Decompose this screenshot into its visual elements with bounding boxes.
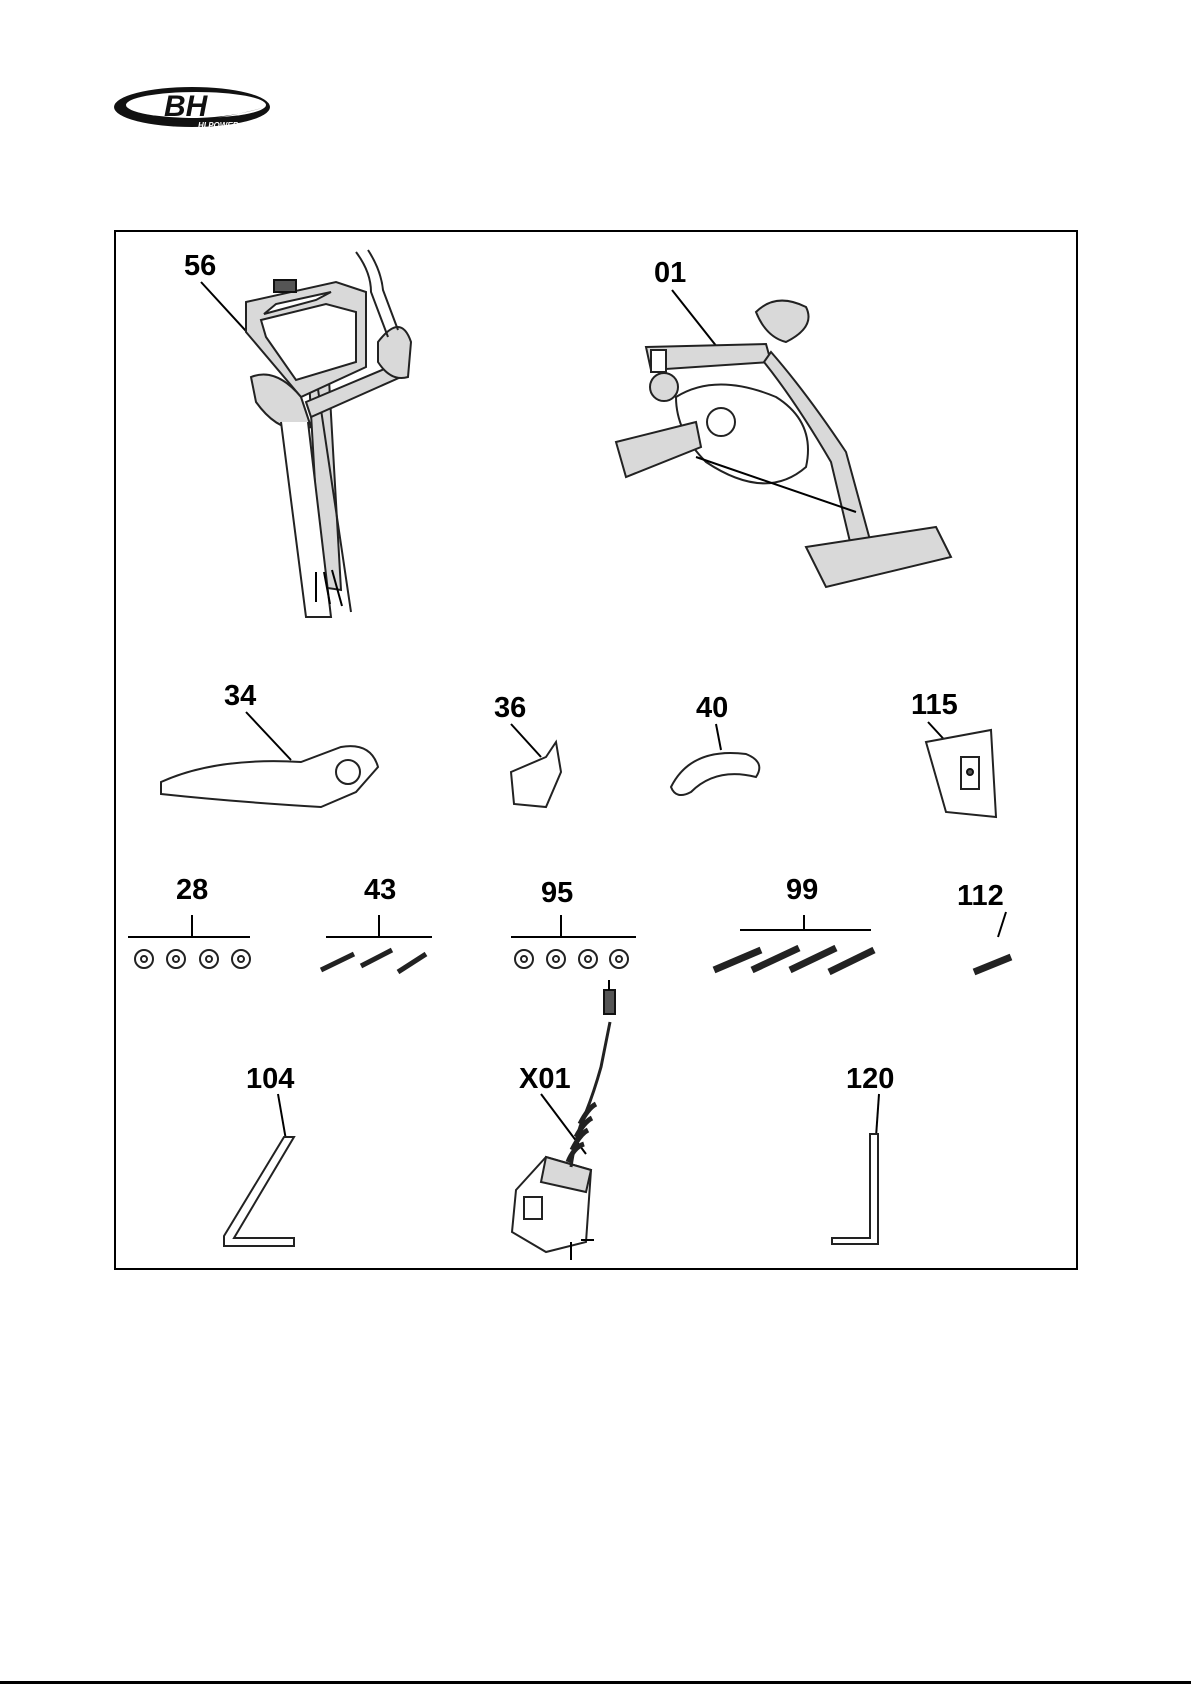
part-label-115: 115 xyxy=(911,689,958,721)
part-34: 34 xyxy=(161,680,378,807)
part-label-34: 34 xyxy=(224,680,256,712)
part-label-112: 112 xyxy=(957,880,1004,912)
bolts-99-drawing xyxy=(714,948,874,972)
leader-line-104 xyxy=(278,1094,286,1140)
part-label-99: 99 xyxy=(786,874,818,906)
leader-line-36 xyxy=(511,724,541,757)
bh-logo: BH HI POWER xyxy=(112,82,272,132)
part-label-120: 120 xyxy=(846,1063,894,1095)
leader-line-01 xyxy=(672,290,721,352)
leader-line-40 xyxy=(716,724,721,750)
bolt-112-drawing xyxy=(974,957,1011,972)
leader-line-120 xyxy=(876,1094,879,1137)
part-104: 104 xyxy=(224,1063,294,1246)
part-label-40: 40 xyxy=(696,692,728,724)
parts-frame: 56 01 xyxy=(114,230,1078,1270)
allen-key-120-drawing xyxy=(832,1134,878,1244)
nuts-95-drawing xyxy=(515,950,628,968)
part-43: 43 xyxy=(321,874,432,972)
part-01: 01 xyxy=(616,257,951,587)
part-label-95: 95 xyxy=(541,877,573,909)
part-56: 56 xyxy=(184,250,411,617)
brand-name: BH xyxy=(164,90,209,123)
part-112: 112 xyxy=(957,880,1011,972)
part-label-43: 43 xyxy=(364,874,396,906)
screws-43-drawing xyxy=(321,950,426,972)
part-28: 28 xyxy=(128,874,250,968)
leader-line-34 xyxy=(246,712,291,760)
part-X01: X01 xyxy=(512,980,615,1260)
part-label-36: 36 xyxy=(494,692,526,724)
part-36: 36 xyxy=(494,692,561,807)
part-label-X01: X01 xyxy=(519,1063,571,1095)
main-frame-drawing xyxy=(616,301,951,587)
brand-tagline: HI POWER xyxy=(198,121,239,130)
part-label-28: 28 xyxy=(176,874,208,906)
part-40: 40 xyxy=(671,692,759,795)
allen-key-104-drawing xyxy=(224,1137,294,1246)
power-adapter-drawing xyxy=(512,980,615,1260)
leader-line-112 xyxy=(998,912,1006,937)
page-bottom-rule xyxy=(0,1681,1191,1684)
part-99: 99 xyxy=(714,874,874,972)
console-handlebar-drawing xyxy=(246,250,411,617)
washers-28-drawing xyxy=(135,950,250,968)
part-label-56: 56 xyxy=(184,250,216,282)
part-115: 115 xyxy=(911,689,996,817)
handle-40-drawing xyxy=(671,753,759,795)
part-label-01: 01 xyxy=(654,257,686,289)
part-120: 120 xyxy=(832,1063,894,1244)
part-label-104: 104 xyxy=(246,1063,294,1095)
parts-diagram: 56 01 xyxy=(116,232,1076,1268)
part-95: 95 xyxy=(511,877,636,968)
